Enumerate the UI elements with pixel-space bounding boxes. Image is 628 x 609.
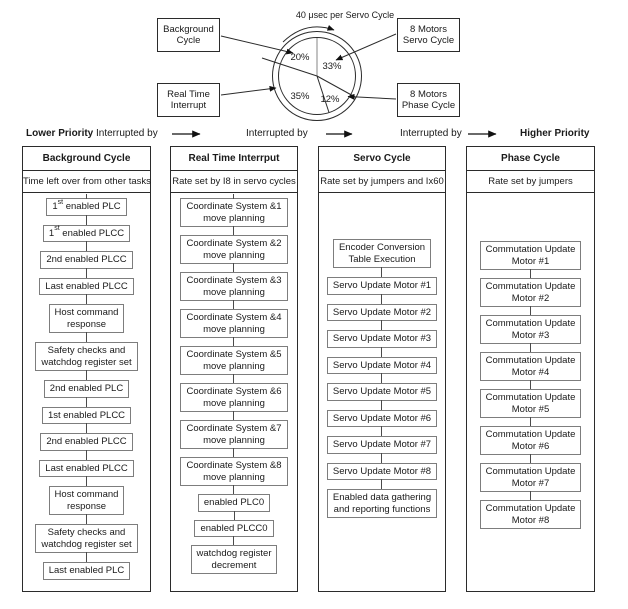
interrupted-by-label-3: Interrupted by [400,128,462,139]
motors-phase-cycle-label: 8 Motors Phase Cycle [401,89,456,111]
background-cycle-label: Background Cycle [163,24,214,46]
motors-servo-cycle-box: 8 Motors Servo Cycle [397,18,460,52]
cycle-pie-diagram: 40 μsec per Servo Cycle 20% 33% 35% 12% [172,10,497,138]
flow-box: enabled PLC0 [197,494,271,520]
interrupted-by-label-2: Interrupted by [246,128,308,139]
flow-box: 2nd enabled PLC [43,380,130,406]
higher-priority-label: Higher Priority [520,128,590,139]
column-title: Phase Cycle [467,147,594,171]
connector-background-cycle [220,35,294,55]
flow-box: Servo Update Motor #6 [326,409,438,436]
column-title: Servo Cycle [319,147,445,171]
pie-label-20: 20% [290,52,310,63]
real-time-interrupt-label: Real Time Interrupt [167,89,210,111]
motors-phase-cycle-box: 8 Motors Phase Cycle [397,83,460,117]
pie-label-35: 35% [290,91,310,102]
flow-box: Servo Update Motor #4 [326,356,438,383]
flow-box: 1st enabled PLC [46,194,127,224]
flow-box: Last enabled PLCC [39,277,134,304]
pie-divider-35-20 [261,57,318,77]
flow-box: Servo Update Motor #5 [326,383,438,409]
flow-box: Last enabled PLCC [39,459,134,486]
pie-outer-ring [272,31,362,121]
column-subtitle: Rate set by jumpers and Ix60 [319,171,445,193]
column-subtitle: Rate set by I8 in servo cycles [171,171,297,193]
lower-priority-label: Lower Priority [26,128,94,139]
connector-servo-cycle [335,33,397,61]
flow-box: 2nd enabled PLCC [40,433,133,459]
flow-box: 1st enabled PLCC [42,224,131,251]
connector-real-time [220,85,277,96]
flow-box: 2nd enabled PLCC [40,251,133,277]
pie-divider-12-35 [316,75,330,113]
flow-box: Last enabled PLC [42,562,131,580]
column-phase-cycle: Phase Cycle Rate set by jumpers Commutat… [466,146,595,592]
pie-label-12: 12% [320,94,340,105]
column-subtitle: Rate set by jumpers [467,171,594,193]
interrupted-by-label-1: Interrupted by [96,128,158,139]
flow-box: Servo Update Motor #3 [326,330,438,356]
real-time-interrupt-box: Real Time Interrupt [157,83,220,117]
flow-box: enabled PLCC0 [194,519,274,546]
flow-box: 1st enabled PLCC [41,406,132,433]
motors-servo-cycle-label: 8 Motors Servo Cycle [402,24,455,46]
column-background-cycle: Background Cycle Time left over from oth… [22,146,151,592]
pie-circle [278,37,356,115]
flow-box: Servo Update Motor #7 [326,436,438,462]
flow-box: Servo Update Motor #8 [326,462,438,489]
background-cycle-box: Background Cycle [157,18,220,52]
rotation-arrow-icon [282,24,335,43]
flow-box: Servo Update Motor #1 [326,277,438,303]
column-subtitle: Time left over from other tasks [23,171,151,193]
flow-box: Servo Update Motor #2 [326,303,438,330]
column-title: Background Cycle [23,147,150,171]
connector-phase-cycle [347,93,397,100]
pie-label-33: 33% [322,61,342,72]
column-title: Real Time Interrput [171,147,297,171]
cycle-time-label: 40 μsec per Servo Cycle [296,10,394,20]
column-servo-cycle: Servo Cycle Rate set by jumpers and Ix60… [318,146,446,592]
column-real-time-interrupt: Real Time Interrput Rate set by I8 in se… [170,146,298,592]
